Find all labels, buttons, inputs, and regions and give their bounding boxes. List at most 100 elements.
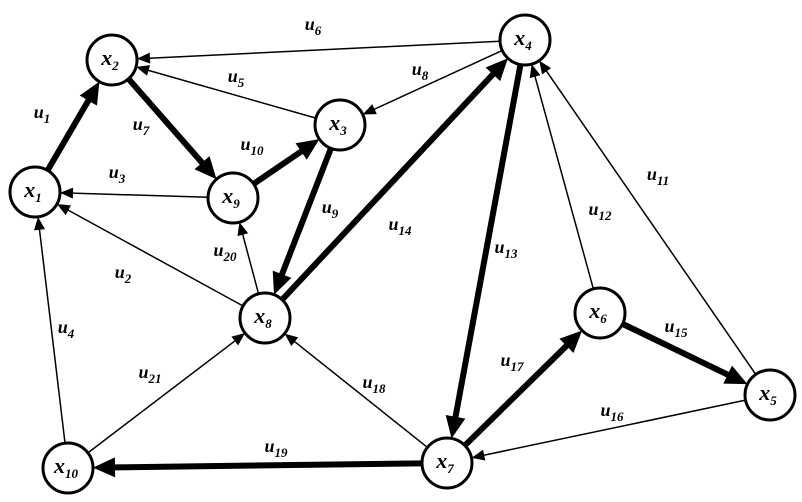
edge-label-u2-subscript: 2 xyxy=(124,271,132,286)
edge-u18 xyxy=(284,333,428,449)
edge-line xyxy=(293,340,428,449)
edge-line xyxy=(241,233,260,295)
edge-label-u13-base: u xyxy=(494,237,504,257)
node-label-x9: x9 xyxy=(221,183,240,211)
edge-line xyxy=(148,40,501,59)
node-label-x10: x10 xyxy=(53,453,79,481)
node-x10: x10 xyxy=(41,441,95,495)
node-x9: x9 xyxy=(206,171,260,225)
node-label-x1-base: x xyxy=(23,177,35,202)
node-x7: x7 xyxy=(420,436,474,490)
edge-label-u7-base: u xyxy=(133,114,143,134)
edge-u15 xyxy=(621,321,748,385)
edges-layer xyxy=(34,40,757,478)
node-circle xyxy=(8,165,62,219)
edge-u4 xyxy=(34,216,66,444)
edge-label-u17-subscript: 17 xyxy=(511,359,525,374)
edge-label-u6: u6 xyxy=(305,14,322,38)
node-label-x3: x3 xyxy=(328,110,347,138)
edge-u9 xyxy=(272,147,334,295)
node-circle xyxy=(85,33,139,87)
edge-label-u9: u9 xyxy=(322,197,339,221)
edge-label-u2: u2 xyxy=(115,262,132,286)
arrowhead-icon xyxy=(79,81,100,106)
node-label-x1-subscript: 1 xyxy=(35,190,42,205)
node-label-x9-subscript: 9 xyxy=(233,196,240,211)
edge-label-u17-base: u xyxy=(500,350,510,370)
edge-u6 xyxy=(136,40,501,64)
edge-label-u20-base: u xyxy=(213,240,223,260)
arrowhead-icon xyxy=(59,187,74,199)
edge-label-u10-base: u xyxy=(240,134,250,154)
edge-label-u15: u15 xyxy=(664,316,688,340)
edge-label-u6-base: u xyxy=(305,14,315,34)
node-label-x8-base: x xyxy=(253,303,265,328)
node-label-x10-base: x xyxy=(53,453,65,478)
node-circle xyxy=(420,436,474,490)
arrowhead-icon xyxy=(445,414,466,439)
edge-u16 xyxy=(471,399,746,461)
edge-line xyxy=(38,228,66,444)
node-label-x5-base: x xyxy=(758,380,770,405)
edge-label-u5-subscript: 5 xyxy=(238,75,245,90)
arrowhead-icon xyxy=(92,457,116,478)
edge-label-u7: u7 xyxy=(133,114,150,138)
edge-label-u4-subscript: 4 xyxy=(67,326,75,341)
arrowhead-icon xyxy=(272,270,292,295)
edge-label-u10-subscript: 10 xyxy=(251,143,265,158)
node-circle xyxy=(238,291,292,345)
edge-label-u6-subscript: 6 xyxy=(315,23,322,38)
edge-label-u18-subscript: 18 xyxy=(373,381,387,396)
node-label-x8: x8 xyxy=(253,303,272,331)
edge-label-u18: u18 xyxy=(362,372,386,396)
edge-label-u8-base: u xyxy=(412,59,422,79)
edge-label-u21: u21 xyxy=(138,362,161,386)
edge-u19 xyxy=(92,457,423,478)
edge-label-u12-subscript: 12 xyxy=(599,208,613,223)
edge-label-u5: u5 xyxy=(228,66,245,90)
edge-label-u20: u20 xyxy=(213,240,237,264)
edge-label-u1-subscript: 1 xyxy=(44,111,51,126)
node-label-x8-subscript: 8 xyxy=(265,316,272,331)
node-label-x6: x6 xyxy=(588,298,607,326)
edge-label-u5-base: u xyxy=(228,66,238,86)
node-label-x7-base: x xyxy=(435,448,447,473)
node-label-x4: x4 xyxy=(513,25,532,53)
edge-label-u12-base: u xyxy=(588,199,598,219)
node-circle xyxy=(498,13,552,67)
edge-label-u18-base: u xyxy=(362,372,372,392)
node-x6: x6 xyxy=(573,286,627,340)
edge-label-u21-base: u xyxy=(138,362,148,382)
edge-label-u19: u19 xyxy=(264,436,288,460)
node-label-x2: x2 xyxy=(100,45,119,73)
node-label-x3-base: x xyxy=(328,110,340,135)
edge-line xyxy=(67,209,244,307)
node-label-x10-subscript: 10 xyxy=(65,466,79,481)
edge-label-u3-subscript: 3 xyxy=(118,171,126,186)
edge-label-u1-base: u xyxy=(34,102,44,122)
edge-line xyxy=(45,98,92,172)
node-label-x9-base: x xyxy=(221,183,233,208)
arrowhead-icon xyxy=(136,65,151,76)
node-label-x2-subscript: 2 xyxy=(111,58,119,73)
arrowhead-icon xyxy=(136,52,151,64)
edge-label-u11-subscript: 11 xyxy=(657,173,669,188)
arrowhead-icon xyxy=(231,333,246,346)
edge-u12 xyxy=(529,64,595,290)
node-label-x1: x1 xyxy=(23,177,42,205)
node-circle xyxy=(313,98,367,152)
edge-label-u14-base: u xyxy=(388,214,398,234)
edge-line xyxy=(279,71,496,302)
edge-label-u1: u1 xyxy=(34,102,51,126)
arrowhead-icon xyxy=(485,58,508,82)
edge-label-u20-subscript: 20 xyxy=(223,249,238,264)
arrowhead-icon xyxy=(34,216,45,231)
edge-label-u16-subscript: 16 xyxy=(611,409,625,424)
edge-u1 xyxy=(45,81,100,172)
node-x3: x3 xyxy=(313,98,367,152)
node-label-x6-subscript: 6 xyxy=(600,311,607,326)
arrowhead-icon xyxy=(237,222,249,237)
edge-label-u11: u11 xyxy=(647,164,669,188)
